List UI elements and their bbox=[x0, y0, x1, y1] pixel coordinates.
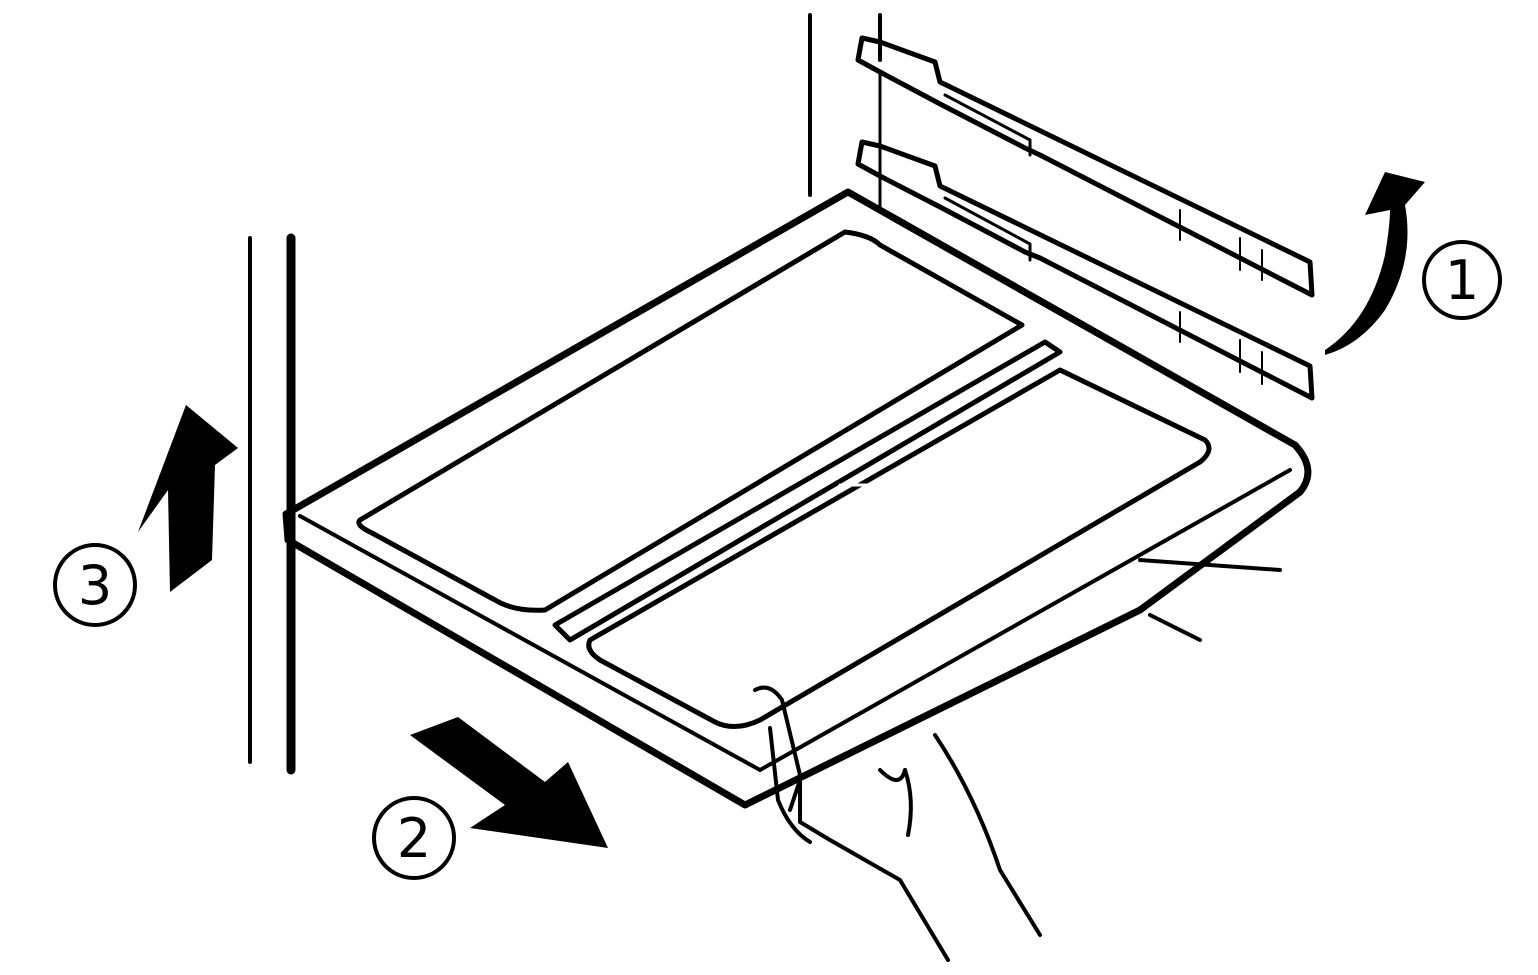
diagonal-down-arrow-icon bbox=[410, 717, 608, 848]
shelf-divider bbox=[555, 342, 1060, 640]
step-2-marker: 2 bbox=[374, 717, 608, 878]
step-3-number: 3 bbox=[78, 554, 112, 617]
curved-up-arrow-icon bbox=[1325, 172, 1425, 355]
glass-shelf bbox=[286, 192, 1308, 805]
cabinet-side-wall bbox=[250, 238, 291, 770]
step-1-number: 1 bbox=[1445, 249, 1479, 312]
step-1-marker: 1 bbox=[1325, 172, 1500, 355]
glass-pane-left bbox=[359, 232, 1022, 610]
step-3-marker: 3 bbox=[55, 405, 238, 625]
up-arrow-icon bbox=[138, 405, 238, 592]
glass-pane-right bbox=[589, 370, 1209, 727]
step-2-number: 2 bbox=[397, 807, 431, 870]
